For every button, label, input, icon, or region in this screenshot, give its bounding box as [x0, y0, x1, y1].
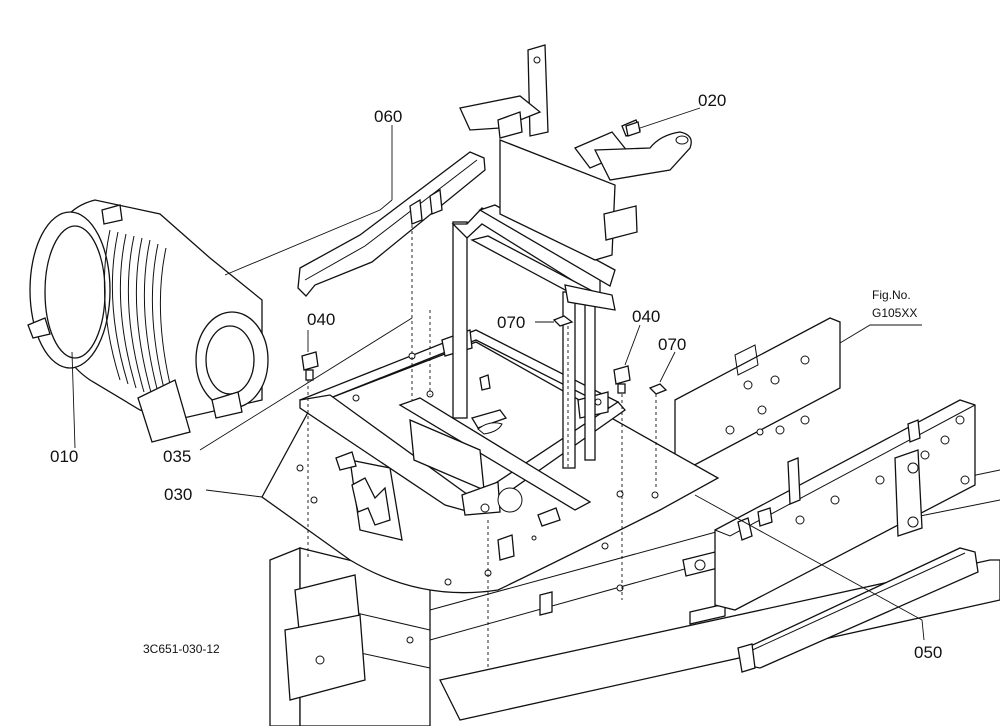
step-bar [737, 547, 979, 673]
callout-050: 050 [914, 643, 942, 662]
leader-lines [71, 107, 925, 670]
callout-030: 030 [164, 485, 192, 504]
callout-070-right: 070 [658, 335, 686, 354]
upright-posts [451, 204, 616, 469]
floor-plate [261, 341, 720, 594]
callout-060: 060 [374, 107, 402, 126]
seat-frame [299, 329, 626, 516]
callout-020: 020 [698, 91, 726, 110]
side-rail-lower [714, 399, 976, 611]
callout-010: 010 [50, 447, 78, 466]
bolt-040-right [613, 365, 631, 394]
callout-035: 035 [163, 447, 191, 466]
callout-070-left: 070 [497, 313, 525, 332]
side-rail-upper [674, 317, 841, 471]
spacer-070-a [552, 315, 574, 327]
spacer-070-b [648, 383, 668, 395]
callout-040-left: 040 [307, 310, 335, 329]
figure-label: Fig.No. [872, 288, 911, 302]
support-bar [297, 151, 486, 297]
bolt-020 [625, 121, 641, 137]
air-cleaner [27, 199, 269, 443]
seat-bracket [459, 44, 692, 261]
bolt-040-left [301, 351, 319, 381]
drawing-code: 3C651-030-12 [143, 642, 220, 656]
figure-number: G105XX [872, 306, 917, 320]
callout-040-right: 040 [632, 307, 660, 326]
